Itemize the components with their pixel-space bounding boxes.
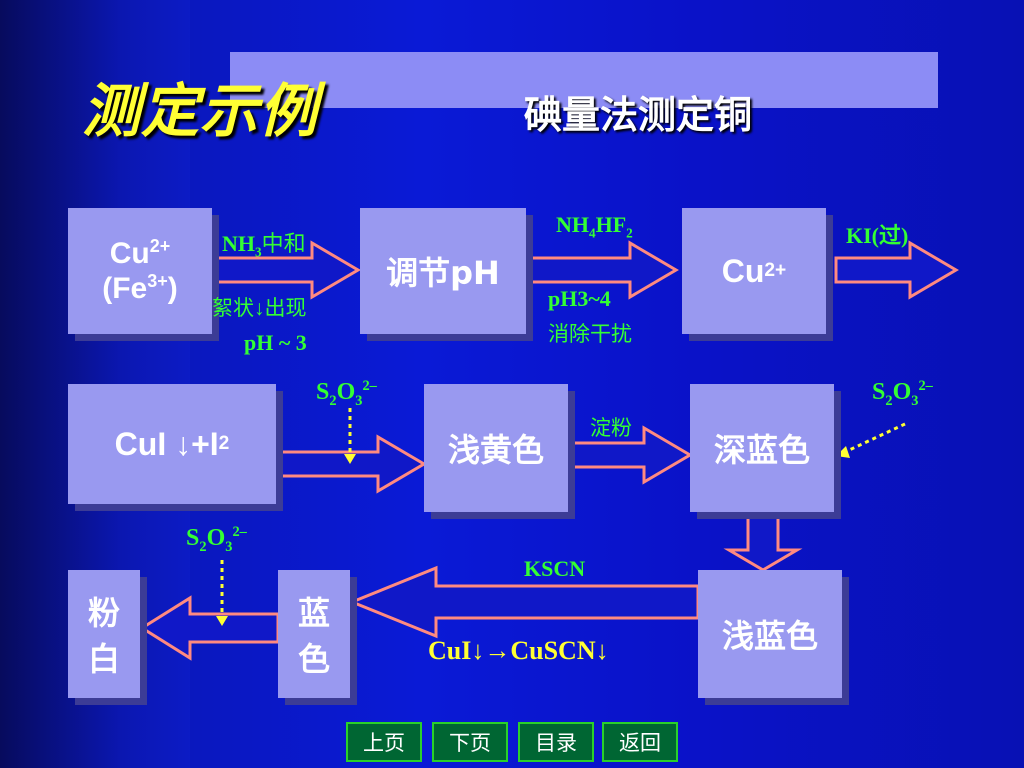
box-blue: 蓝 色 xyxy=(278,570,350,698)
box-cu-fe-line2: (Fe3+) xyxy=(102,271,178,305)
nav-back-button[interactable]: 返回 xyxy=(602,722,678,762)
arrow-blue-to-pink xyxy=(139,595,280,661)
arrow-kscn-left xyxy=(348,565,700,639)
box-light-blue: 浅蓝色 xyxy=(698,570,842,698)
box-light-yellow: 浅黄色 xyxy=(424,384,568,512)
nav-prev-button[interactable]: 上页 xyxy=(346,722,422,762)
box-pinkish-white: 粉 白 xyxy=(68,570,140,698)
box-adjust-ph: 调节pH xyxy=(360,208,526,334)
label-thiosulfate-1: S2O32– xyxy=(316,378,377,409)
label-eliminate: 消除干扰 xyxy=(548,322,632,346)
label-thiosulfate-3: S2O32– xyxy=(186,524,247,555)
arrow-cui-to-yellow xyxy=(276,434,427,494)
box-cu-fe-line1: Cu2+ xyxy=(109,236,171,270)
label-ph3: pH ~ 3 xyxy=(244,330,307,355)
nav-toc-button[interactable]: 目录 xyxy=(518,722,594,762)
arrow-cu-to-ph xyxy=(212,240,361,300)
nav-next-button[interactable]: 下页 xyxy=(432,722,508,762)
label-cuscn-conversion: CuI↓→CuSCN↓ xyxy=(428,636,609,665)
title-bar xyxy=(230,52,938,108)
label-ki: KI(过) xyxy=(846,223,909,248)
label-kscn: KSCN xyxy=(524,556,586,581)
box-cu-fe: Cu2+ (Fe3+) xyxy=(68,208,212,334)
label-floc: 絮状↓出现 xyxy=(212,296,307,320)
label-starch: 淀粉 xyxy=(590,416,632,440)
box-deep-blue: 深蓝色 xyxy=(690,384,834,512)
page-title: 测定示例 xyxy=(82,77,319,145)
label-nh3-neutralize: NH3中和 xyxy=(222,231,306,260)
arrow-ki xyxy=(834,240,959,300)
dotted-arrow-thio-2 xyxy=(844,422,906,454)
arrow-yellow-to-deepblue xyxy=(568,425,693,485)
label-ph34: pH3~4 xyxy=(548,286,611,311)
arrow-ph-to-cu2 xyxy=(526,240,679,300)
page-subtitle: 碘量法测定铜 xyxy=(524,93,753,137)
label-nh4hf2: NH4HF2 xyxy=(556,212,633,241)
arrow-deepblue-to-lightblue xyxy=(723,512,803,572)
label-thiosulfate-2: S2O32– xyxy=(872,378,933,409)
